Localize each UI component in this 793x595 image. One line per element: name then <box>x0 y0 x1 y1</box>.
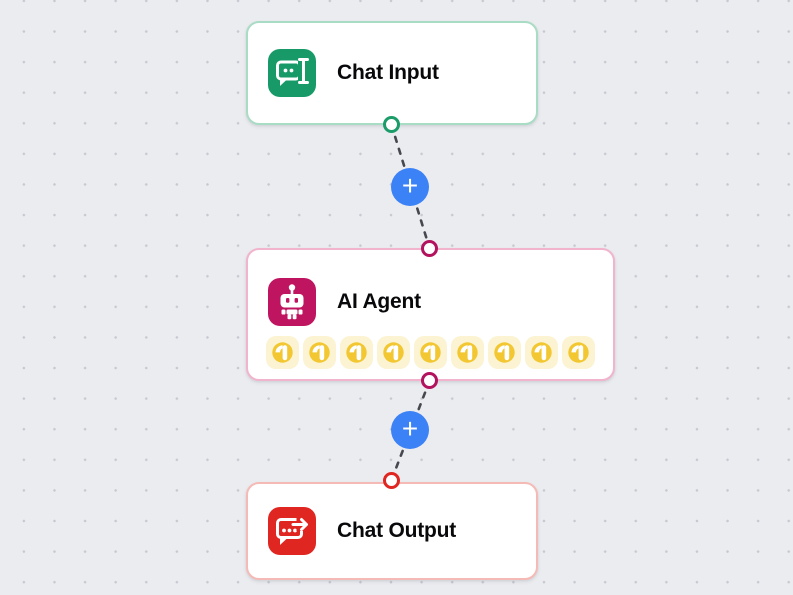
chat-input-icon <box>268 49 316 97</box>
node-chat-output[interactable]: Chat Output <box>246 482 538 580</box>
tool-badge[interactable] <box>562 336 595 369</box>
tool-logo-icon <box>488 336 521 369</box>
tool-badge[interactable] <box>377 336 410 369</box>
chat-output-icon <box>268 507 316 555</box>
tool-badge[interactable] <box>488 336 521 369</box>
node-chat-output-header: Chat Output <box>248 484 536 578</box>
node-ai-agent[interactable]: AI Agent <box>246 248 615 381</box>
tool-logo-icon <box>525 336 558 369</box>
tool-badge[interactable] <box>414 336 447 369</box>
tool-badge[interactable] <box>451 336 484 369</box>
tool-logo-icon <box>340 336 373 369</box>
tool-logo-icon <box>377 336 410 369</box>
tool-logo-icon <box>562 336 595 369</box>
tool-logo-icon <box>266 336 299 369</box>
tool-badge[interactable] <box>525 336 558 369</box>
bot-icon <box>268 278 316 326</box>
tool-badge[interactable] <box>303 336 336 369</box>
add-node-button-edge-2[interactable]: + <box>391 411 429 449</box>
add-node-button-edge-1[interactable]: + <box>391 168 429 206</box>
tool-logo-icon <box>303 336 336 369</box>
node-ai-agent-header: AI Agent <box>248 278 613 326</box>
tool-badge[interactable] <box>266 336 299 369</box>
plus-icon: + <box>401 170 419 201</box>
node-chat-output-title: Chat Output <box>337 519 457 542</box>
tool-badge[interactable] <box>340 336 373 369</box>
node-ai-agent-title: AI Agent <box>337 290 421 313</box>
plus-icon: + <box>401 413 419 444</box>
port-chat-input-output[interactable] <box>383 116 400 133</box>
port-ai-agent-output[interactable] <box>421 372 438 389</box>
port-ai-agent-input[interactable] <box>421 240 438 257</box>
port-chat-output-input[interactable] <box>383 472 400 489</box>
agent-tools-row <box>248 336 613 369</box>
tool-logo-icon <box>451 336 484 369</box>
node-chat-input-header: Chat Input <box>248 23 536 123</box>
node-chat-input[interactable]: Chat Input <box>246 21 538 125</box>
node-chat-input-title: Chat Input <box>337 61 439 84</box>
tool-logo-icon <box>414 336 447 369</box>
